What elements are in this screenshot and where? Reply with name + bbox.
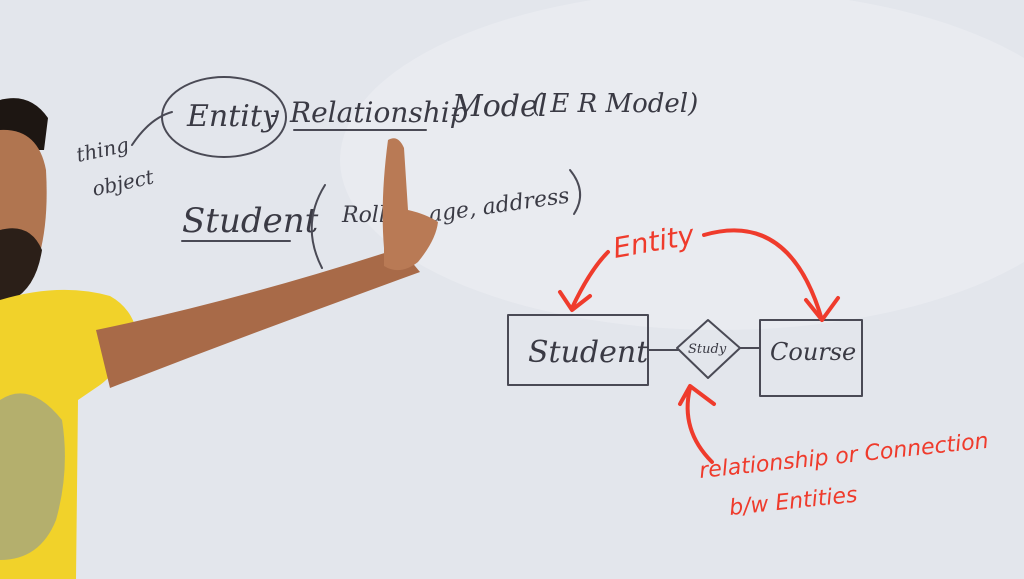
course-entity-label: Course [770,338,856,366]
arrow-to-diamond [685,386,714,464]
title-entity: Entity [186,99,280,134]
student-word: Student [182,201,319,241]
presenter-arm [96,248,420,388]
student-entity-label: Student [528,335,649,370]
close-paren [569,169,581,215]
student-attrs-roll: Roll [341,203,386,228]
shirt-print [0,393,65,560]
arrow-to-diamond-head [678,384,716,406]
arrow-to-course [702,228,824,322]
arrow-to-course-head [804,296,840,322]
relationship-label: Study [688,342,727,357]
arrow-to-student [570,250,610,310]
relationship-diamond [676,319,741,379]
presenter-hand [382,138,438,271]
title-relationship: Relationship [289,96,468,129]
board-glare [340,0,1024,330]
title-model: Model [451,89,547,124]
title-dash: - [270,100,279,130]
title-er-model: ( E R Model) [532,89,698,119]
arrow-to-student-head [558,290,592,312]
presenter [0,98,438,579]
note-leader-line [131,111,173,146]
open-paren [310,184,326,269]
presenter-beard [0,228,42,300]
course-entity-box [759,319,863,397]
